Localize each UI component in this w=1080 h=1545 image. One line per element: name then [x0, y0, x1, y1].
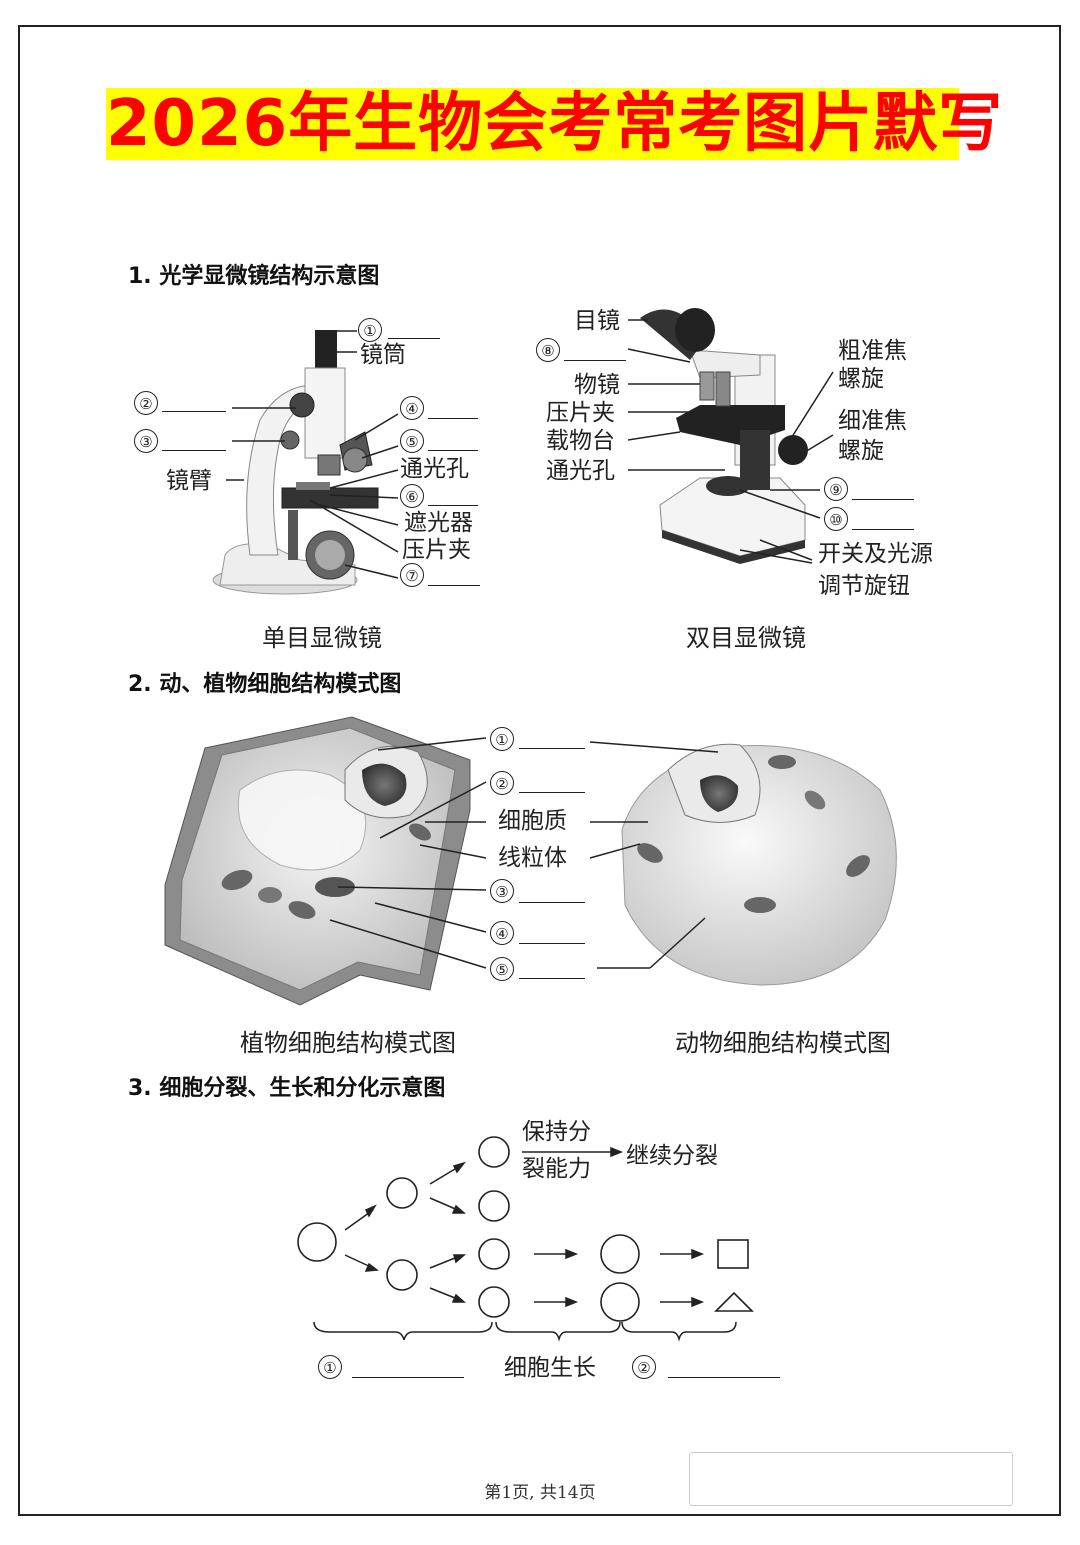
bino-num-9: ⑨	[824, 477, 848, 501]
footer-box	[689, 1452, 1013, 1506]
mono-blank-1[interactable]	[388, 338, 440, 339]
bino-label-switch-2: 调节旋钮	[818, 573, 910, 599]
plant-caption: 植物细胞结构模式图	[240, 1029, 456, 1057]
cell-label-mito: 线粒体	[498, 845, 567, 871]
division-diagram	[297, 1136, 754, 1322]
cell-label-cytoplasm: 细胞质	[498, 808, 567, 834]
section2-heading: 2. 动、植物细胞结构模式图	[128, 672, 402, 697]
mono-blank-4[interactable]	[428, 418, 478, 419]
cell-growth-label: 细胞生长	[504, 1355, 596, 1381]
cell-num-2: ②	[490, 771, 514, 795]
bino-label-fine-2: 螺旋	[838, 438, 884, 464]
cell-num-5: ⑤	[490, 957, 514, 981]
mono-num-2: ②	[134, 391, 158, 415]
cell-blank-5[interactable]	[519, 978, 585, 979]
mono-blank-2[interactable]	[162, 411, 226, 412]
mono-num-5: ⑤	[400, 429, 424, 453]
section1-heading: 1. 光学显微镜结构示意图	[128, 264, 380, 289]
mono-leader-lines	[226, 330, 399, 579]
mono-blank-3[interactable]	[162, 450, 226, 451]
division-num-2: ②	[632, 1355, 656, 1379]
cell-num-3: ③	[490, 879, 514, 903]
bino-label-objective: 物镜	[574, 372, 620, 398]
mono-blank-5[interactable]	[428, 450, 478, 451]
mono-label-aperture: 通光孔	[400, 456, 469, 482]
animal-leader-lines	[589, 741, 719, 969]
division-num-1: ①	[318, 1355, 342, 1379]
division-arrows	[344, 1146, 705, 1308]
page-title: 2026年生物会考常考图片默写	[106, 87, 1004, 161]
bino-blank-10[interactable]	[852, 529, 914, 530]
plant-cell-drawing	[164, 716, 471, 1006]
mono-microscope-drawing	[212, 330, 379, 595]
mono-label-clip: 压片夹	[402, 537, 471, 563]
cell-blank-1[interactable]	[519, 748, 585, 749]
mono-caption: 单目显微镜	[262, 624, 382, 652]
bino-microscope-drawing	[640, 308, 808, 564]
page-number: 第1页, 共14页	[484, 1483, 596, 1503]
mono-num-7: ⑦	[400, 563, 424, 587]
division-blank-2[interactable]	[668, 1377, 780, 1378]
bino-label-clip: 压片夹	[546, 400, 615, 426]
mono-blank-6[interactable]	[428, 505, 478, 506]
cell-num-1: ①	[490, 727, 514, 751]
bino-label-eyepiece: 目镜	[574, 308, 620, 334]
mono-blank-7[interactable]	[428, 585, 480, 586]
keep-dividing-label-1: 保持分	[522, 1119, 591, 1145]
bino-blank-9[interactable]	[852, 499, 914, 500]
mono-num-4: ④	[400, 396, 424, 420]
mono-num-3: ③	[134, 429, 158, 453]
division-braces	[313, 1321, 737, 1342]
cell-blank-2[interactable]	[519, 792, 585, 793]
page-frame	[18, 25, 1061, 1516]
bino-label-coarse-1: 粗准焦	[838, 338, 907, 364]
cell-blank-4[interactable]	[519, 943, 585, 944]
animal-cell-drawing	[621, 743, 897, 986]
mono-label-tube: 镜筒	[360, 342, 406, 368]
bino-label-coarse-2: 螺旋	[838, 366, 884, 392]
plant-leader-lines	[329, 737, 487, 969]
mono-label-arm: 镜臂	[166, 468, 212, 494]
bino-label-fine-1: 细准焦	[838, 408, 907, 434]
bino-label-aperture: 通光孔	[546, 458, 615, 484]
bino-leader-lines	[627, 319, 834, 564]
mono-num-6: ⑥	[400, 484, 424, 508]
bino-num-10: ⑩	[824, 507, 848, 531]
bino-blank-8[interactable]	[564, 360, 626, 361]
division-blank-1[interactable]	[352, 1377, 464, 1378]
continue-dividing-label: 继续分裂	[626, 1143, 718, 1169]
mono-num-1: ①	[358, 318, 382, 342]
bino-num-8: ⑧	[536, 338, 560, 362]
mono-label-diaphragm: 遮光器	[404, 510, 473, 536]
keep-dividing-label-2: 裂能力	[522, 1156, 591, 1182]
section3-heading: 3. 细胞分裂、生长和分化示意图	[128, 1076, 446, 1101]
cell-blank-3[interactable]	[519, 902, 585, 903]
bino-label-stage: 载物台	[546, 428, 615, 454]
cell-num-4: ④	[490, 921, 514, 945]
bino-label-switch-1: 开关及光源	[818, 541, 933, 567]
animal-caption: 动物细胞结构模式图	[675, 1029, 891, 1057]
bino-caption: 双目显微镜	[686, 624, 806, 652]
